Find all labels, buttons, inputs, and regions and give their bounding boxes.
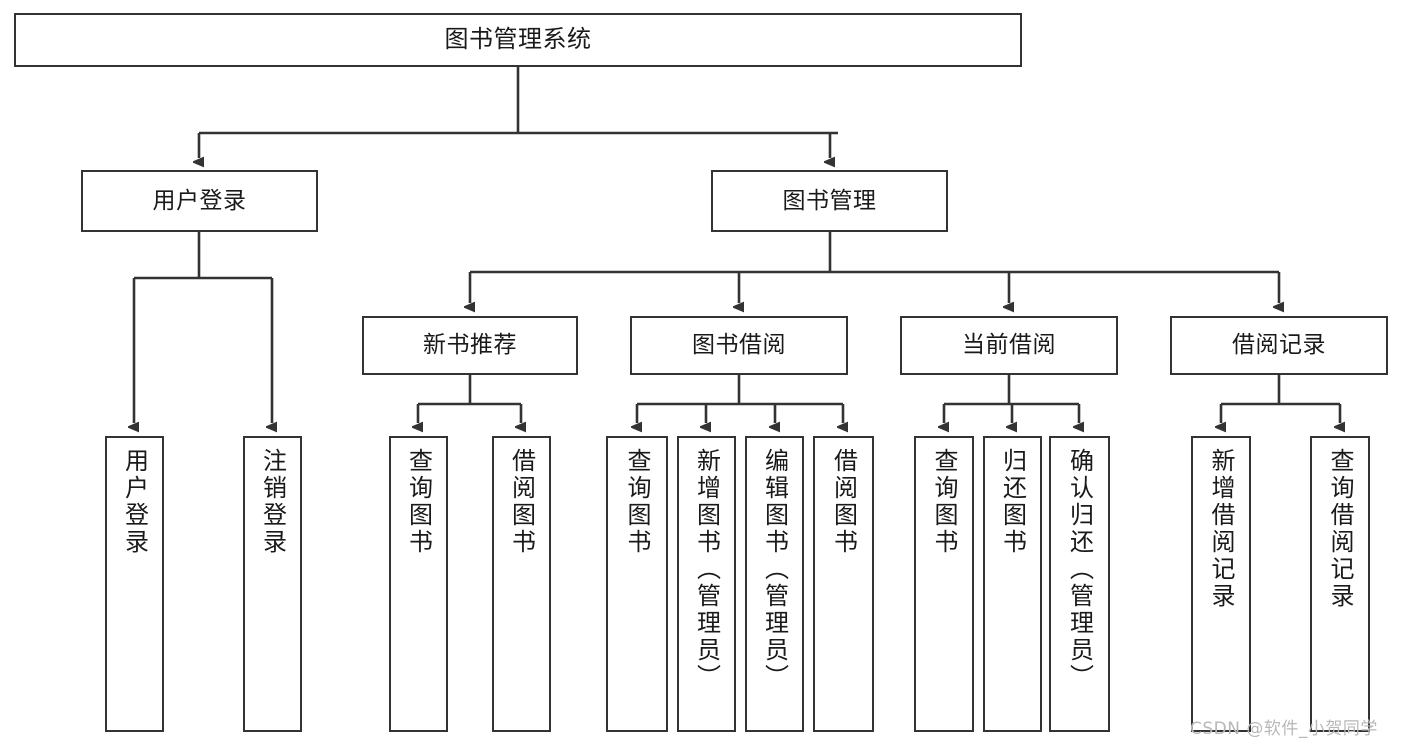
node-label: 借阅图书 <box>507 448 536 556</box>
node-label: 用户登录 <box>120 448 149 556</box>
leaf-query-book-2[interactable]: 查询图书 <box>606 436 668 732</box>
leaf-return-book[interactable]: 归还图书 <box>983 436 1042 732</box>
node-label: 注销登录 <box>258 448 287 556</box>
node-label: 图书管理系统 <box>444 25 592 54</box>
node-label: 查询图书 <box>623 448 651 556</box>
node-label: 图书借阅 <box>692 332 786 359</box>
leaf-query-book-1[interactable]: 查询图书 <box>389 436 448 732</box>
leaf-query-record[interactable]: 查询借阅记录 <box>1310 436 1370 732</box>
leaf-add-record[interactable]: 新增借阅记录 <box>1191 436 1251 732</box>
leaf-borrow-book-1[interactable]: 借阅图书 <box>492 436 551 732</box>
node-current-borrow[interactable]: 当前借阅 <box>900 316 1118 375</box>
node-label: 确认归还（管理员） <box>1065 448 1094 691</box>
node-label: 归还图书 <box>998 448 1027 556</box>
node-label: 查询借阅记录 <box>1326 448 1354 610</box>
node-label: 新书推荐 <box>423 332 517 359</box>
node-borrow-record[interactable]: 借阅记录 <box>1170 316 1388 375</box>
node-book-management[interactable]: 图书管理 <box>711 170 948 232</box>
node-label: 编辑图书（管理员） <box>760 448 789 691</box>
leaf-query-book-3[interactable]: 查询图书 <box>914 436 974 732</box>
leaf-user-login[interactable]: 用户登录 <box>105 436 164 732</box>
node-label: 查询图书 <box>404 448 433 556</box>
node-label: 新增图书（管理员） <box>692 448 721 691</box>
node-label: 借阅图书 <box>829 448 858 556</box>
node-label: 当前借阅 <box>962 332 1056 359</box>
leaf-logout-login[interactable]: 注销登录 <box>243 436 302 732</box>
node-label: 图书管理 <box>782 187 877 214</box>
node-user-login[interactable]: 用户登录 <box>81 170 318 232</box>
leaf-borrow-book-2[interactable]: 借阅图书 <box>813 436 874 732</box>
node-root-book-management-system[interactable]: 图书管理系统 <box>14 13 1022 67</box>
node-label: 新增借阅记录 <box>1207 448 1235 610</box>
leaf-add-book[interactable]: 新增图书（管理员） <box>677 436 736 732</box>
node-book-borrow[interactable]: 图书借阅 <box>630 316 848 375</box>
node-new-book-recommend[interactable]: 新书推荐 <box>362 316 578 375</box>
node-label: 用户登录 <box>152 187 247 214</box>
csdn-watermark: CSDN @软件_小贺同学 <box>1190 719 1378 739</box>
leaf-edit-book[interactable]: 编辑图书（管理员） <box>745 436 804 732</box>
leaf-confirm-return[interactable]: 确认归还（管理员） <box>1049 436 1110 732</box>
node-label: 查询图书 <box>930 448 958 556</box>
node-label: 借阅记录 <box>1232 332 1326 359</box>
